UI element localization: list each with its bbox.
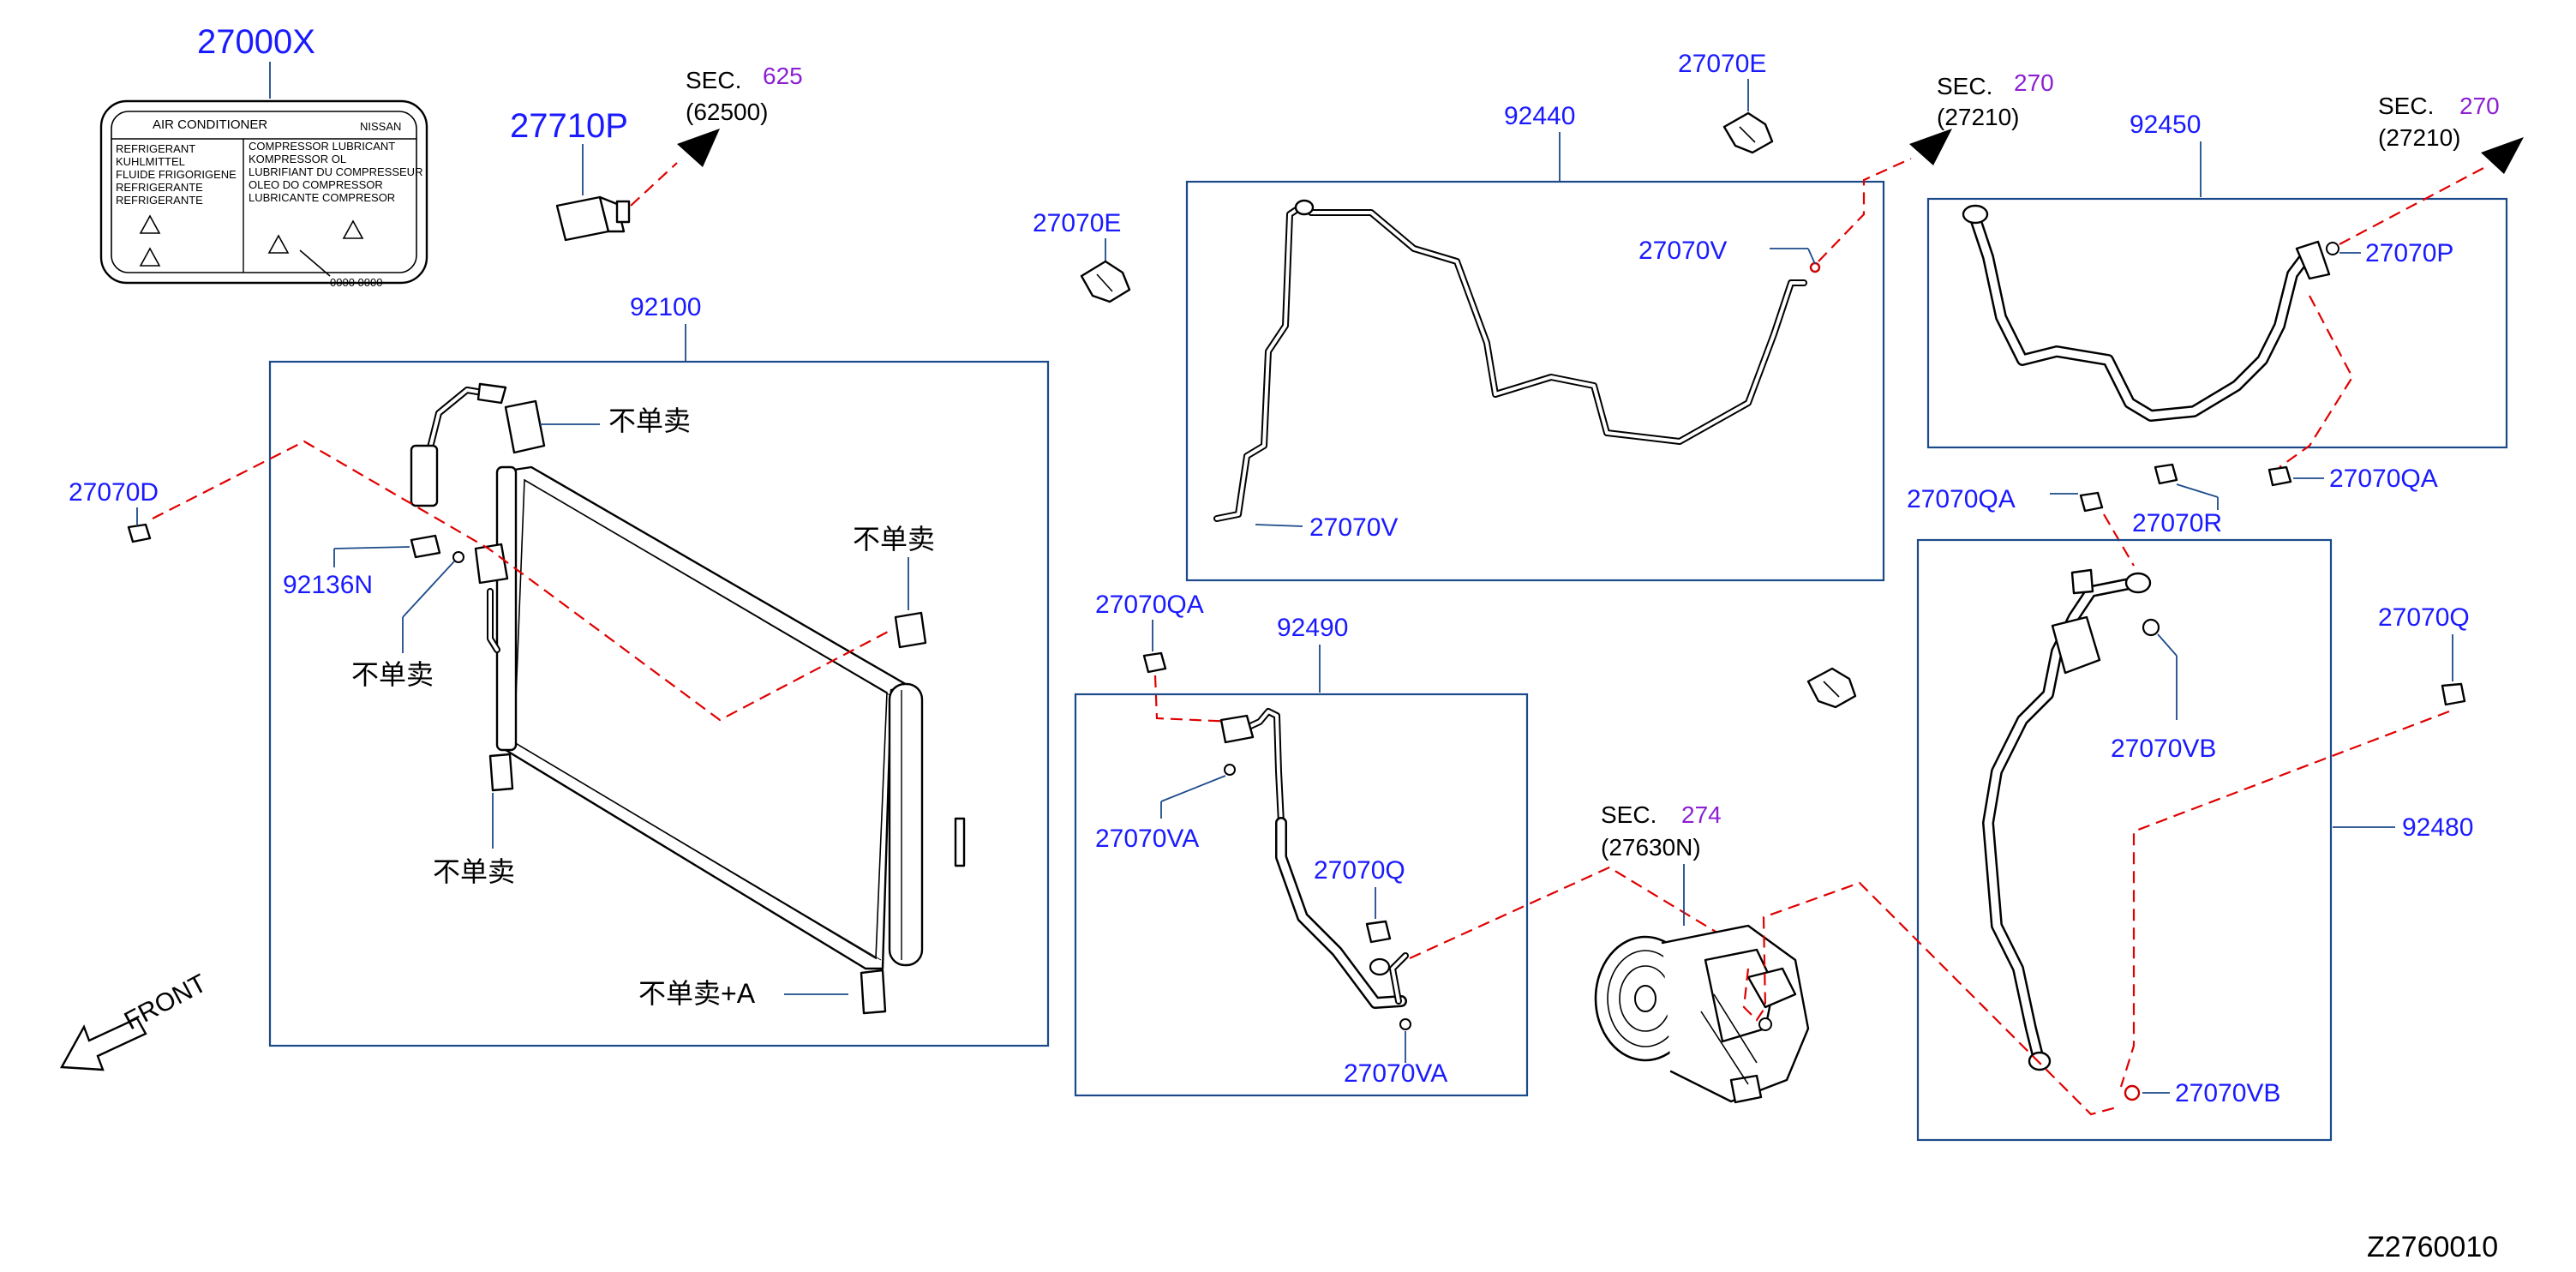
ac-compressor[interactable] [1594,924,1810,1104]
part-27070P[interactable]: 27070P [2365,239,2453,267]
part-27070VA-a[interactable]: 27070VA [1095,825,1199,853]
warning-triangle-icon [139,214,364,267]
part-92480[interactable]: 92480 [2402,813,2473,842]
sticker-line: KOMPRESSOR OL [249,153,346,165]
bolt-27070QA[interactable] [2267,465,2292,487]
part-27070VB-b[interactable]: 27070VB [2175,1079,2280,1107]
bolt-27070Q[interactable] [2441,682,2466,706]
diagram-code: Z2760010 [2367,1231,2498,1263]
part-92450[interactable]: 92450 [2130,111,2201,139]
bolt-27070QA[interactable] [2079,491,2104,513]
sec-625-link[interactable]: 625 [763,63,803,89]
condenser-assembly-box [268,360,1050,1047]
part-27070V-b[interactable]: 27070V [1309,513,1398,542]
sticker-line: FLUIDE FRIGORIGENE [116,168,237,181]
hose-92480[interactable] [1982,568,2160,1101]
sec-ref: (62500) [686,99,769,125]
clip-27070E[interactable] [1080,260,1131,303]
bolt-27070D[interactable] [127,523,152,543]
part-92136N[interactable]: 92136N [283,571,373,599]
part-27070QA-c[interactable]: 27070QA [1095,591,1204,619]
sec-ref: (27210) [1937,104,2020,130]
sticker-line: OLEO DO COMPRESSOR [249,178,383,191]
pipe-92440[interactable] [1213,199,1821,522]
part-92440[interactable]: 92440 [1504,102,1575,130]
part-27070VA-b[interactable]: 27070VA [1344,1059,1447,1088]
part-27070QA-a[interactable]: 27070QA [2329,465,2438,493]
arrow-icon [1909,129,1952,165]
part-27070QA-b[interactable]: 27070QA [1907,485,2016,513]
arrow-icon [2481,137,2524,174]
sec-label: SEC. [686,67,741,93]
clip-27070E[interactable] [1722,111,1774,154]
not-sold-label: 不单卖 [853,524,935,555]
sticker-code: 0000 0000 [330,276,382,289]
sticker-title: AIR CONDITIONER [153,117,267,132]
sec-274-link[interactable]: 274 [1681,801,1722,828]
front-label: FRONT [120,969,212,1036]
condenser-core[interactable] [495,465,966,970]
sticker-line: KUHLMITTEL [116,155,185,168]
not-sold-label: 不单卖 [608,405,691,436]
part-27070VB-a[interactable]: 27070VB [2111,735,2216,763]
bolt-27070Q[interactable] [1365,920,1392,944]
sec-label: SEC. [1601,801,1656,828]
sec-label: SEC. [2378,93,2434,119]
bolt-27070QA[interactable] [1142,651,1167,674]
sticker-line: LUBRIFIANT DU COMPRESSEUR [249,165,422,178]
part-27710P[interactable]: 27710P [510,107,628,145]
pipe-92440-box [1185,180,1885,582]
hose-92450[interactable] [1962,204,2339,422]
part-27070D[interactable]: 27070D [69,478,159,507]
sec-ref: (27210) [2378,124,2461,151]
bolt-27070R[interactable] [2154,463,2178,485]
sticker-line: REFRIGERANT [116,142,195,155]
part-27070Q-b[interactable]: 27070Q [2378,603,2470,632]
sec-270-link[interactable]: 270 [2014,69,2054,96]
sec-ref: (27630N) [1601,834,1701,861]
part-92490[interactable]: 92490 [1277,614,1348,642]
part-27070E-a[interactable]: 27070E [1033,209,1121,237]
part-27000X[interactable]: 27000X [197,23,315,61]
hose-92490-box [1074,693,1529,1097]
sticker-brand: NISSAN [360,120,401,133]
sticker-line: COMPRESSOR LUBRICANT [249,140,395,153]
part-27070R[interactable]: 27070R [2132,509,2222,537]
hose-92450-box [1926,197,2508,449]
sticker-line: REFRIGERANTE [116,181,203,194]
sec-270-link[interactable]: 270 [2459,93,2500,119]
sticker-line: LUBRICANTE COMPRESOR [249,191,395,204]
not-sold-label: 不单卖 [351,659,434,690]
clip-unlabeled[interactable] [1806,667,1857,709]
hose-92490[interactable] [1219,708,1411,1030]
front-direction-arrow-icon [60,1017,147,1071]
sticker-line: REFRIGERANTE [116,194,203,207]
part-92100[interactable]: 92100 [630,293,701,321]
not-sold-label: 不单卖+A [638,978,756,1009]
not-sold-label: 不单卖 [433,856,515,887]
sec-label: SEC. [1937,73,1992,99]
part-27070E-b[interactable]: 27070E [1678,50,1766,78]
hose-92480-box [1916,538,2333,1142]
part-27070V-a[interactable]: 27070V [1638,237,1727,265]
pressure-sensor-27710P[interactable] [555,195,631,242]
ac-label-sticker[interactable]: AIR CONDITIONER NISSAN REFRIGERANT KUHLM… [99,99,428,289]
part-27070Q-a[interactable]: 27070Q [1314,856,1405,885]
arrow-icon [677,129,720,167]
